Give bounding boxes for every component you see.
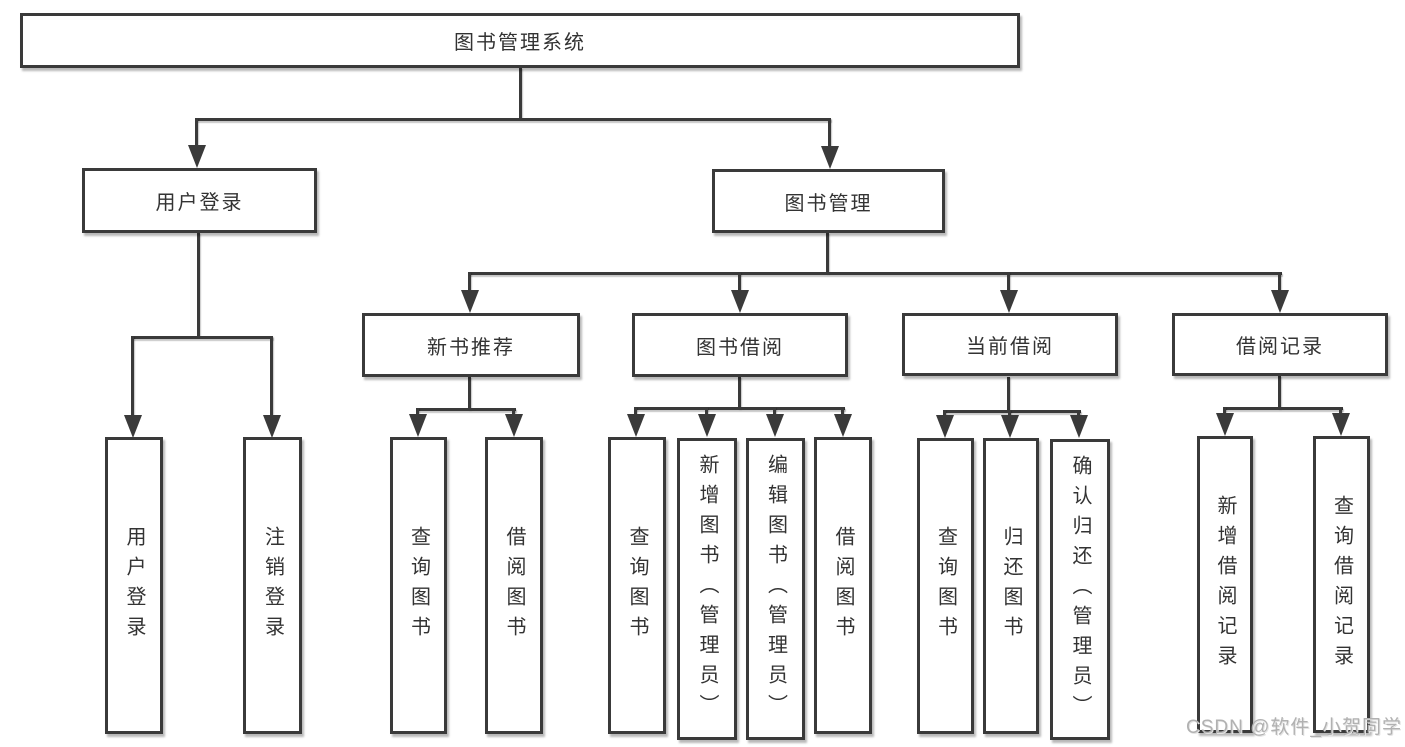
leaf-records-query: 查询借阅记录 — [1313, 436, 1370, 733]
arrow-down-icon — [936, 415, 954, 438]
node-root: 图书管理系统 — [20, 13, 1020, 68]
arrow-down-icon — [731, 290, 749, 313]
connector-book-mgmt-drop — [828, 118, 831, 148]
node-book-borrow: 图书借阅 — [632, 313, 848, 377]
connector-leaf-drop — [416, 408, 419, 416]
watermark: CSDN @软件_小贺同学 — [1186, 717, 1402, 738]
arrow-down-icon — [766, 414, 784, 437]
connector-new-books-stem — [468, 377, 471, 410]
arrow-down-icon — [1216, 413, 1234, 436]
arrow-down-icon — [821, 146, 839, 169]
connector-user-login-drop — [195, 118, 198, 147]
connector-borrow-records-stem — [1278, 376, 1281, 409]
connector-book-borrow-drop — [738, 272, 741, 292]
connector-borrow-records-drop — [1278, 272, 1281, 292]
connector-borrow-records-rail — [1223, 407, 1343, 410]
arrow-down-icon — [263, 415, 281, 438]
leaf-borrow-query: 查询图书 — [608, 437, 666, 734]
leaf-borrow-borrow: 借阅图书 — [814, 437, 872, 734]
leaf-user-login: 用户登录 — [105, 437, 163, 734]
connector-leaf-drop — [1339, 407, 1342, 415]
connector-login-leaf-drop — [131, 336, 134, 416]
connector-book-mgmt-stem — [826, 233, 829, 274]
connector-leaf-drop — [841, 407, 844, 416]
leaf-newbooks-borrow: 借阅图书 — [485, 437, 543, 734]
connector-leaf-drop — [512, 408, 515, 416]
connector-leaf-drop — [1223, 407, 1226, 415]
connector-leaf-drop — [1008, 410, 1011, 417]
arrow-down-icon — [834, 414, 852, 437]
connector-root-stem — [519, 68, 522, 118]
arrow-down-icon — [698, 414, 716, 437]
arrow-down-icon — [627, 414, 645, 437]
connector-leaf-drop — [773, 407, 776, 416]
arrow-down-icon — [188, 145, 206, 168]
connector-current-borrow-rail — [943, 410, 1081, 413]
arrow-down-icon — [1271, 290, 1289, 313]
leaf-logout: 注销登录 — [243, 437, 302, 734]
connector-leaf-drop — [634, 407, 637, 416]
arrow-down-icon — [124, 415, 142, 438]
connector-book-borrow-stem — [738, 377, 741, 409]
node-current-borrow: 当前借阅 — [902, 313, 1118, 376]
connector-current-borrow-stem — [1007, 377, 1010, 412]
leaf-current-query: 查询图书 — [917, 438, 974, 734]
connector-user-login-rail — [131, 336, 273, 339]
arrow-down-icon — [1332, 413, 1350, 436]
connector-new-books-drop — [468, 272, 471, 292]
node-new-books: 新书推荐 — [362, 313, 580, 377]
connector-current-borrow-drop — [1007, 272, 1010, 292]
connector-root-rail — [195, 118, 831, 121]
node-borrow-records: 借阅记录 — [1172, 313, 1388, 376]
arrow-down-icon — [1001, 415, 1019, 438]
arrow-down-icon — [505, 414, 523, 437]
leaf-borrow-edit-admin: 编辑图书（管理员） — [746, 438, 805, 740]
arrow-down-icon — [1000, 290, 1018, 313]
node-book-management: 图书管理 — [712, 169, 945, 233]
connector-leaf-drop — [1077, 410, 1080, 417]
connector-user-login-stem — [197, 233, 200, 336]
connector-book-borrow-rail — [634, 407, 845, 410]
arrow-down-icon — [409, 414, 427, 437]
connector-new-books-rail — [416, 408, 516, 411]
connector-leaf-drop — [943, 410, 946, 417]
connector-logout-leaf-drop — [270, 336, 273, 416]
connector-book-mgmt-rail — [468, 272, 1282, 275]
arrow-down-icon — [1070, 415, 1088, 438]
leaf-current-confirm-admin: 确认归还（管理员） — [1050, 439, 1110, 740]
leaf-current-return: 归还图书 — [983, 438, 1039, 734]
arrow-down-icon — [461, 290, 479, 313]
leaf-borrow-add-admin: 新增图书（管理员） — [677, 438, 737, 740]
connector-leaf-drop — [705, 407, 708, 416]
leaf-records-add: 新增借阅记录 — [1197, 436, 1253, 733]
node-user-login: 用户登录 — [82, 168, 317, 233]
leaf-newbooks-query: 查询图书 — [390, 437, 447, 734]
